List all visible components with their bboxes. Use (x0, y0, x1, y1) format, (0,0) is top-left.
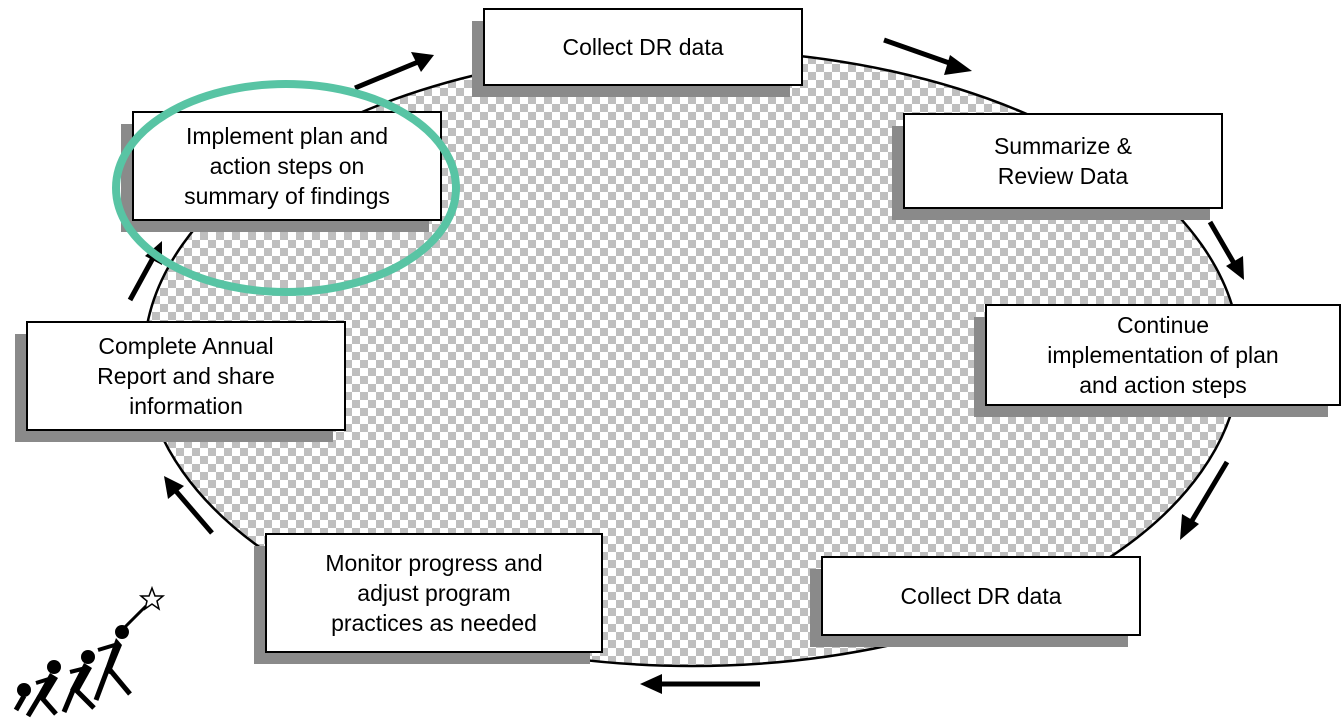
step-label-line: Implement plan and (186, 123, 388, 149)
cycle-arrows (127, 37, 1244, 694)
arrow-to-summarize (883, 37, 972, 75)
step-label-line: practices as needed (331, 610, 537, 636)
step-label-line: summary of findings (184, 183, 390, 209)
step-label-line: Complete Annual (98, 333, 273, 359)
step-label-line: Continue (1117, 312, 1209, 338)
step-box-implement: Implement plan and action steps on summary… (121, 111, 442, 232)
step-label-line: Review Data (998, 163, 1129, 189)
arrow-to-collect-bottom (1180, 460, 1230, 540)
step-box-collect-bottom: Collect DR data (810, 556, 1141, 647)
step-box-monitor: Monitor progress and adjust program practi… (254, 533, 603, 664)
step-box-frame (985, 304, 1341, 406)
step-label-line: Collect DR data (900, 583, 1061, 609)
step-label-line: information (129, 393, 243, 419)
arrow-to-continue (1207, 220, 1244, 280)
step-label-line: Report and share (97, 363, 275, 389)
step-box-frame (26, 321, 346, 431)
step-box-collect-top: Collect DR data (472, 8, 803, 97)
arrow-to-monitor (640, 674, 760, 694)
step-label-line: adjust program (357, 580, 510, 606)
step-label-line: action steps on (210, 153, 365, 179)
children-running-to-star-icon (13, 585, 166, 718)
step-label-line: Summarize & (994, 133, 1132, 159)
step-box-frame (821, 556, 1141, 636)
step-box-continue: Continue implementation of plan and action… (974, 304, 1341, 417)
step-label-line: and action steps (1079, 372, 1247, 398)
step-label-line: Monitor progress and (325, 550, 542, 576)
step-box-frame (265, 533, 603, 653)
arrow-to-collect-top (354, 52, 434, 91)
step-label-line: Collect DR data (562, 34, 723, 60)
step-label-line: implementation of plan (1047, 342, 1278, 368)
step-box-frame (903, 113, 1223, 209)
step-box-summarize: Summarize & Review Data (892, 113, 1223, 220)
step-box-frame (132, 111, 442, 221)
step-box-frame (483, 8, 803, 86)
arrow-to-annual (164, 476, 214, 535)
highlight-circle (112, 80, 460, 296)
